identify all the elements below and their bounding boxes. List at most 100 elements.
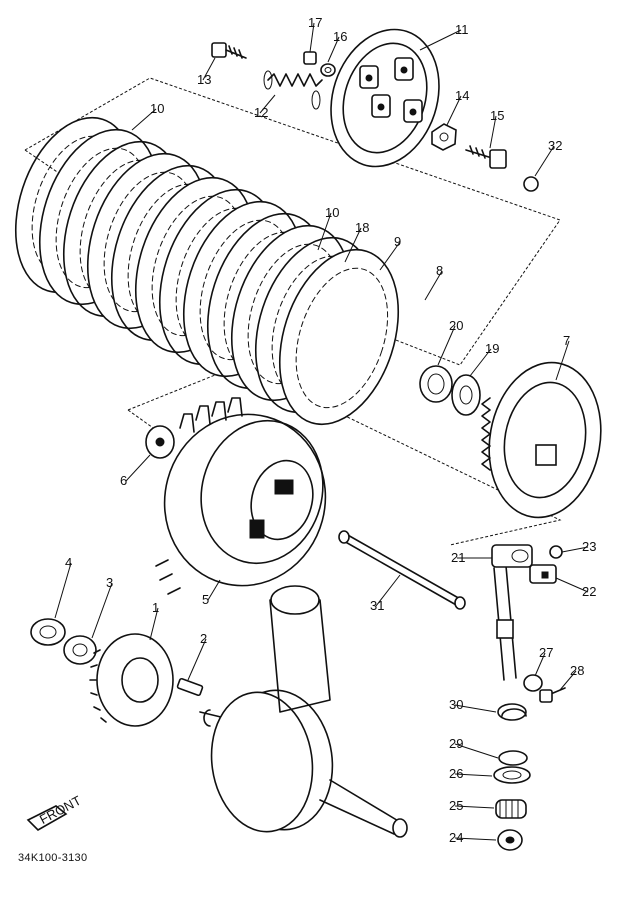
part-number-label: 32 (548, 138, 562, 153)
part-number-label: 16 (333, 29, 347, 44)
callout-leader-line (534, 145, 555, 177)
push-rod (338, 530, 466, 610)
front-direction-badge: FRONT (26, 793, 84, 831)
callout-leader-line (424, 270, 443, 301)
callout-leader-line (187, 638, 207, 681)
callout-leader-line (437, 325, 456, 366)
clutch-spring (263, 70, 323, 110)
callout-leader-line (317, 212, 332, 251)
torsion-spring (497, 703, 527, 721)
callout-leader-line (555, 340, 570, 381)
callout-leader-line (202, 57, 216, 81)
spring-washer (145, 425, 175, 459)
callout-leader-line (379, 241, 401, 271)
primary-drive-gear (89, 633, 174, 727)
clutch-housing-group-outline (127, 364, 562, 546)
callout-leader-line (454, 704, 497, 713)
part-number-label: 31 (370, 598, 384, 613)
needle-bearing (495, 799, 527, 819)
callout-leader-line (454, 773, 493, 777)
clutch-plate-inner-edge (295, 267, 389, 409)
callout-leader-line (327, 36, 340, 63)
part-number-label: 29 (449, 736, 463, 751)
lever (529, 564, 557, 584)
push-rod-screw (465, 145, 507, 169)
part-number-label: 14 (455, 88, 469, 103)
part-number-label: 24 (449, 830, 463, 845)
part-number-label: 8 (436, 263, 443, 278)
pressure-plate (330, 28, 440, 168)
push-lever-shaft (491, 544, 533, 681)
part-number-label: 3 (106, 575, 113, 590)
part-number-label: 12 (254, 105, 268, 120)
part-number-label: 10 (325, 205, 339, 220)
part-number-label: 20 (449, 318, 463, 333)
part-number-label: 22 (582, 584, 596, 599)
part-number-label: 7 (563, 333, 570, 348)
part-number-label: 18 (355, 220, 369, 235)
part-number-label: 19 (485, 341, 499, 356)
part-number-label: 4 (65, 555, 72, 570)
locknut (431, 123, 457, 151)
primary-drive-nut (30, 618, 66, 646)
part-number-label: 30 (449, 697, 463, 712)
part-number-label: 13 (197, 72, 211, 87)
straight-key (176, 677, 204, 697)
part-number-label: 17 (308, 15, 322, 30)
callout-leader-line (344, 227, 362, 263)
clutch-plate-stack (14, 116, 400, 426)
oil-seal-upper (498, 750, 528, 766)
part-number-label: 25 (449, 798, 463, 813)
callout-leader-line (561, 546, 589, 553)
callout-leader-line (469, 348, 492, 377)
callout-leader-line (131, 108, 157, 131)
callout-leader-line (454, 805, 495, 809)
callout-leader-line (454, 837, 497, 841)
part-number-label: 10 (150, 101, 164, 116)
callout-leader-line (91, 582, 113, 639)
washer (320, 63, 336, 77)
callout-leader-line (446, 95, 462, 126)
callout-leader-line (559, 670, 577, 691)
callout-leader-line (555, 577, 589, 593)
callout-leader-line (419, 29, 462, 51)
callout-labels: 1234567891010111213141516171819202122232… (54, 15, 596, 845)
part-number-label: 15 (490, 108, 504, 123)
callout-leader-line (259, 94, 276, 114)
callout-leader-line (375, 574, 401, 607)
part-number-label: 11 (455, 22, 469, 37)
part-number-label: 9 (394, 234, 401, 249)
callout-leader-line (125, 454, 151, 482)
screw (211, 42, 247, 59)
crankshaft (199, 585, 408, 838)
steel-ball (523, 176, 539, 192)
callout-leader-line (149, 607, 159, 641)
catalog-code: 34K100-3130 (18, 852, 88, 864)
bearing (419, 365, 453, 403)
part-number-label: 26 (449, 766, 463, 781)
callout-leader-line (454, 743, 499, 759)
seal-washer (493, 766, 531, 784)
part-number-label: 23 (582, 539, 596, 554)
part-number-label: 6 (120, 473, 127, 488)
small-bolt (549, 545, 563, 559)
front-badge-text: FRONT (37, 793, 84, 827)
thrust-washer (451, 374, 481, 416)
lock-washer (63, 635, 97, 665)
callout-leader-line (489, 115, 497, 149)
callout-leader-line (54, 562, 72, 619)
callout-leader-line (309, 22, 315, 53)
clutch-housing (155, 397, 327, 595)
part-number-label: 1 (152, 600, 159, 615)
clutch-plate (278, 248, 400, 426)
part-number-label: 2 (200, 631, 207, 646)
part-number-label: 27 (539, 645, 553, 660)
nut (303, 51, 317, 65)
part-number-label: 28 (570, 663, 584, 678)
clutch-boss (481, 361, 602, 519)
part-number-label: 5 (202, 592, 209, 607)
plate-washer (523, 674, 543, 692)
oil-seal-lower (497, 829, 523, 851)
callout-leader-line (207, 579, 221, 601)
